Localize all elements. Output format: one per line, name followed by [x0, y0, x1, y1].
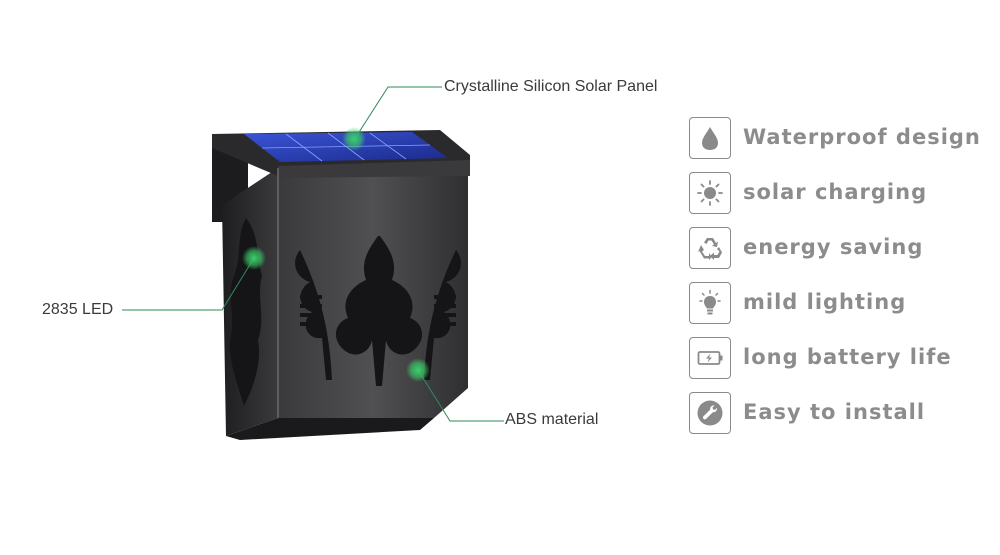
callout-dot-led: [242, 246, 266, 270]
feature-label: energy saving: [743, 235, 924, 259]
callout-lines: [122, 86, 504, 422]
callout-line-led: [122, 257, 255, 311]
feature-label: Waterproof design: [743, 125, 981, 149]
feature-label: Easy to install: [743, 400, 926, 424]
callout-label-material: ABS material: [505, 411, 599, 428]
feature-energy-saving: energy saving: [689, 227, 989, 271]
feature-label: solar charging: [743, 180, 928, 204]
callout-label-led: 2835 LED: [42, 301, 114, 318]
feature-label: long battery life: [743, 345, 952, 369]
callout-line-abs: [417, 369, 504, 422]
feature-easy-install: Easy to install: [689, 392, 989, 436]
callout-dot-solar: [342, 127, 366, 151]
water-drop-icon: [689, 117, 731, 159]
callout-line-solar: [353, 86, 442, 141]
feature-label: mild lighting: [743, 290, 907, 314]
sun-icon: [689, 172, 731, 214]
light-bulb-icon: [689, 282, 731, 324]
feature-solar-charging: solar charging: [689, 172, 989, 216]
recycle-icon: [689, 227, 731, 269]
wrench-icon: [689, 392, 731, 434]
callout-label-solar-panel: Crystalline Silicon Solar Panel: [444, 78, 658, 95]
feature-battery-life: long battery life: [689, 337, 989, 381]
feature-mild-lighting: mild lighting: [689, 282, 989, 326]
callout-dot-abs: [406, 358, 430, 382]
feature-waterproof: Waterproof design: [689, 117, 989, 161]
battery-icon: [689, 337, 731, 379]
